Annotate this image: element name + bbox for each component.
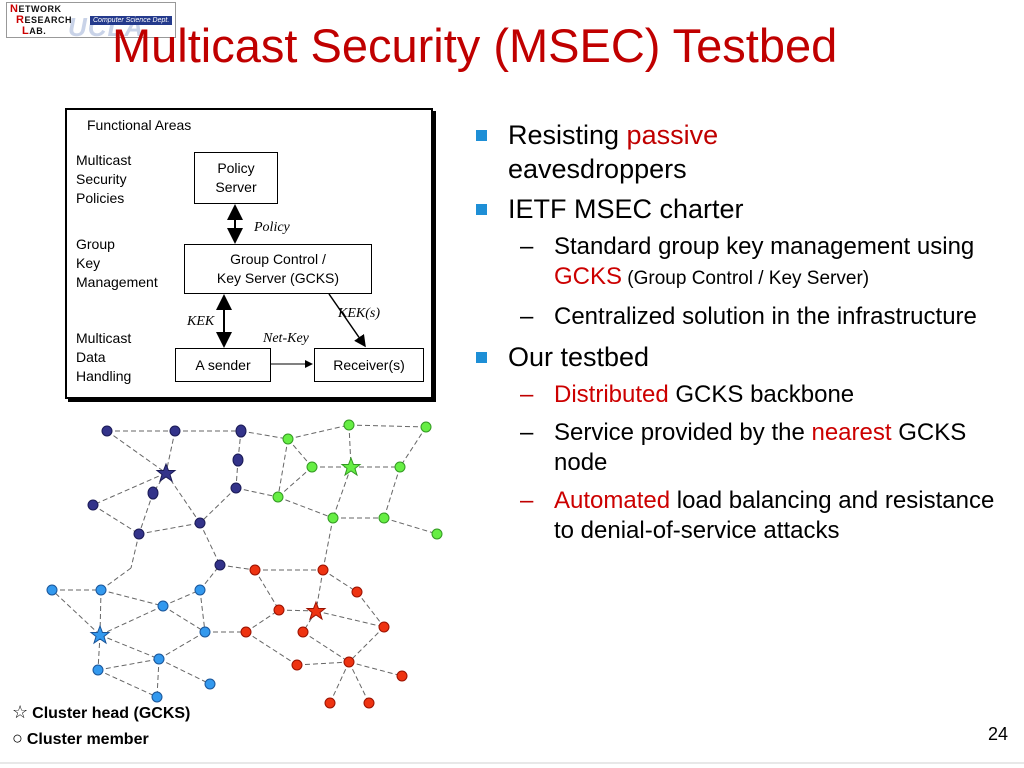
functional-areas-header: Functional Areas: [87, 117, 192, 133]
logo-line-lab: LAB.: [22, 25, 47, 37]
page-number: 24: [988, 724, 1009, 744]
gcks-box: Group Control /Key Server (GCKS): [184, 244, 372, 294]
navy-cluster-nodes: [87, 424, 247, 571]
logo-line-network: NETWORK: [10, 3, 62, 15]
logo-dept: Computer Science Dept.: [90, 16, 173, 25]
legend-cluster-member: ○Cluster member: [12, 728, 149, 748]
bullet-testbed: Our testbed: [470, 340, 1010, 374]
nrl-ucla-logo: UCLA NETWORK RESEARCH LAB. Computer Scie…: [6, 2, 178, 42]
cluster-head-star-icon: [340, 456, 362, 477]
bullet-square-icon: [476, 352, 487, 363]
red-cluster-nodes: [240, 564, 408, 709]
star-outline-icon: ☆: [12, 702, 29, 722]
logo-line-research: RESEARCH: [16, 14, 72, 26]
receivers-box: Receiver(s): [314, 348, 424, 382]
bullet-ietf: IETF MSEC charter: [470, 192, 1010, 226]
cluster-head-star-icon: [89, 624, 111, 645]
legend-cluster-head: ☆Cluster head (GCKS): [12, 702, 191, 722]
cluster-network-graph: [46, 419, 443, 709]
bullet-square-icon: [476, 204, 487, 215]
policy-label: Policy: [254, 220, 290, 235]
sub-bullet-automated: – Automated load balancing and resistanc…: [520, 487, 995, 544]
green-cluster-nodes: [272, 419, 443, 540]
kek-s-arrow: [328, 293, 366, 348]
network-edges: [51, 424, 438, 704]
footer-line: [0, 762, 1024, 764]
sub-bullet-centralized: – Centralized solution in the infrastruc…: [520, 303, 977, 330]
sub-bullet-distributed: – Distributed GCKS backbone: [520, 381, 855, 408]
cluster-head-star-icon: [305, 600, 327, 621]
circle-outline-icon: ○: [12, 728, 23, 748]
blue-cluster-nodes: [46, 584, 216, 703]
bullet-square-icon: [476, 130, 487, 141]
sub-bullet-gcks: – Standard group key management using GC…: [520, 233, 975, 290]
diagram-arrows: [216, 204, 366, 368]
cluster-head-star-icon: [155, 462, 177, 483]
kek-s-label: KEK(s): [338, 306, 380, 321]
netkey-label: Net-Key: [263, 331, 309, 346]
slide-title: Multicast Security (MSEC) Testbed: [112, 19, 838, 72]
sub-bullet-nearest: – Service provided by the nearest GCKS n…: [520, 419, 967, 476]
sender-box: A sender: [175, 348, 271, 382]
kek-label: KEK: [187, 314, 215, 329]
